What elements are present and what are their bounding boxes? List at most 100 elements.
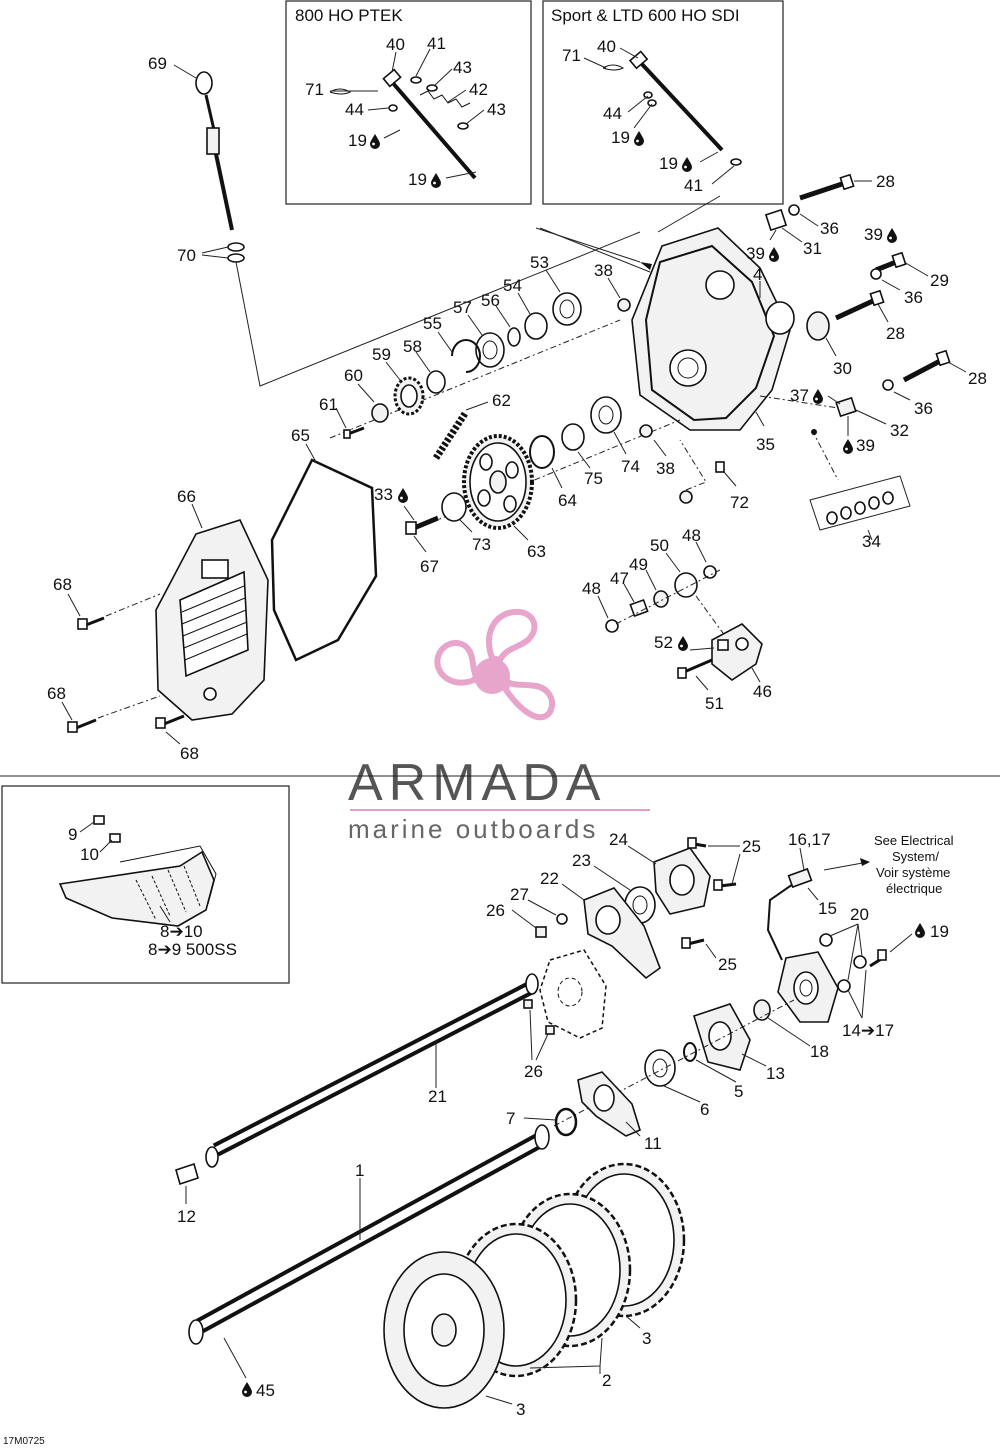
callout-19: 19 [659, 154, 678, 173]
callout-18: 18 [810, 1042, 829, 1061]
callout-57: 57 [453, 298, 472, 317]
wheel-50 [674, 572, 698, 598]
washer-36 [788, 204, 800, 216]
bushing-30 [806, 311, 830, 341]
chain-62 [433, 410, 469, 460]
bearing-housing-18 [777, 951, 839, 1023]
adjuster-32 [835, 396, 857, 418]
watermark-brand: ARMADA [348, 754, 606, 812]
callout-19: 19 [408, 170, 427, 189]
callout-37: 37 [790, 386, 809, 405]
callout-30: 30 [833, 359, 852, 378]
bolt-28-low [902, 349, 951, 383]
electrical-note: Voir système [876, 865, 950, 880]
callout-31: 31 [803, 239, 822, 258]
callout-12: 12 [177, 1207, 196, 1226]
track-segment-part [58, 815, 217, 927]
callout-26: 26 [524, 1062, 543, 1081]
callout-68: 68 [53, 575, 72, 594]
callout-67: 67 [420, 557, 439, 576]
callout-19: 19 [611, 128, 630, 147]
oring-64 [529, 435, 555, 469]
callout-1: 1 [355, 1161, 364, 1180]
callout-39: 39 [856, 436, 875, 455]
callout-75: 75 [584, 469, 603, 488]
bolt-67 [405, 515, 439, 535]
callout-68: 68 [47, 684, 66, 703]
oil-drop-icon [682, 157, 692, 172]
callout-34: 34 [862, 532, 881, 551]
bolt-25-mid [713, 879, 737, 891]
callout-38: 38 [594, 261, 613, 280]
callout-33: 33 [374, 485, 393, 504]
callout-52: 52 [654, 633, 673, 652]
callout-48: 48 [582, 579, 601, 598]
bearing-74 [590, 396, 622, 434]
callout-58: 58 [403, 337, 422, 356]
seal-53 [552, 292, 582, 326]
electrical-note: System/ [892, 849, 939, 864]
bolt-25-low [681, 937, 705, 949]
washer-48 [703, 565, 717, 579]
nut-60 [371, 403, 389, 423]
callout-23: 23 [572, 851, 591, 870]
callout-24: 24 [609, 830, 628, 849]
callout-63: 63 [527, 542, 546, 561]
callout-28: 28 [876, 172, 895, 191]
callout-62: 62 [492, 391, 511, 410]
callout-73: 73 [472, 535, 491, 554]
bolt-25-top [687, 837, 707, 849]
bearing-49 [653, 590, 669, 608]
track-callout-8-10: 8➔10 [160, 922, 203, 941]
nut-20c [837, 979, 851, 993]
oil-drop-icon [843, 439, 853, 454]
speed-sensor-15 [787, 867, 813, 889]
callout-72: 72 [730, 493, 749, 512]
seal-7 [554, 1107, 578, 1137]
bolt-61 [343, 426, 365, 439]
callout-28: 28 [968, 369, 987, 388]
gasket-65 [270, 458, 378, 662]
bolt-68a [77, 616, 105, 630]
callout-3: 3 [516, 1400, 525, 1419]
callout-7: 7 [506, 1109, 515, 1128]
callout-39: 39 [746, 244, 765, 263]
washer-36 [882, 379, 894, 391]
bolt-28-top [799, 173, 855, 201]
callout-16-17: 16,17 [788, 830, 831, 849]
housing-plate-13 [693, 1003, 751, 1071]
bolt-29 [875, 251, 907, 273]
sdi-title: Sport & LTD 600 HO SDI [551, 6, 740, 25]
figure-code: 17M0725 [3, 1436, 45, 1447]
track-inset-box [1, 785, 290, 984]
circlip-55 [451, 339, 481, 373]
oil-drop-icon [678, 636, 688, 651]
callout-44: 44 [345, 100, 364, 119]
gear-63 [462, 434, 534, 530]
track-callout-9: 9 [68, 825, 77, 844]
callout-48: 48 [682, 526, 701, 545]
callout-42: 42 [469, 80, 488, 99]
ptek-valve-part [329, 68, 477, 180]
bolt-28-mid [834, 289, 885, 321]
callout-36: 36 [904, 288, 923, 307]
ptek-variant-box [285, 0, 532, 205]
callout-55: 55 [423, 314, 442, 333]
oil-drop-icon [915, 923, 925, 938]
callout-71: 71 [562, 46, 581, 65]
bolt-51 [677, 658, 713, 679]
callout-28: 28 [886, 324, 905, 343]
callout-64: 64 [558, 491, 577, 510]
nut-38 [639, 424, 653, 438]
nut-26b [523, 999, 533, 1009]
gear-case-part [539, 949, 607, 1039]
callout-32: 32 [890, 421, 909, 440]
bearing-6 [644, 1049, 676, 1087]
electrical-note: électrique [886, 881, 942, 896]
oil-drop-icon [242, 1382, 252, 1397]
sdi-valve-part [602, 50, 742, 166]
callout-29: 29 [930, 271, 949, 290]
oil-drop-icon [634, 131, 644, 146]
